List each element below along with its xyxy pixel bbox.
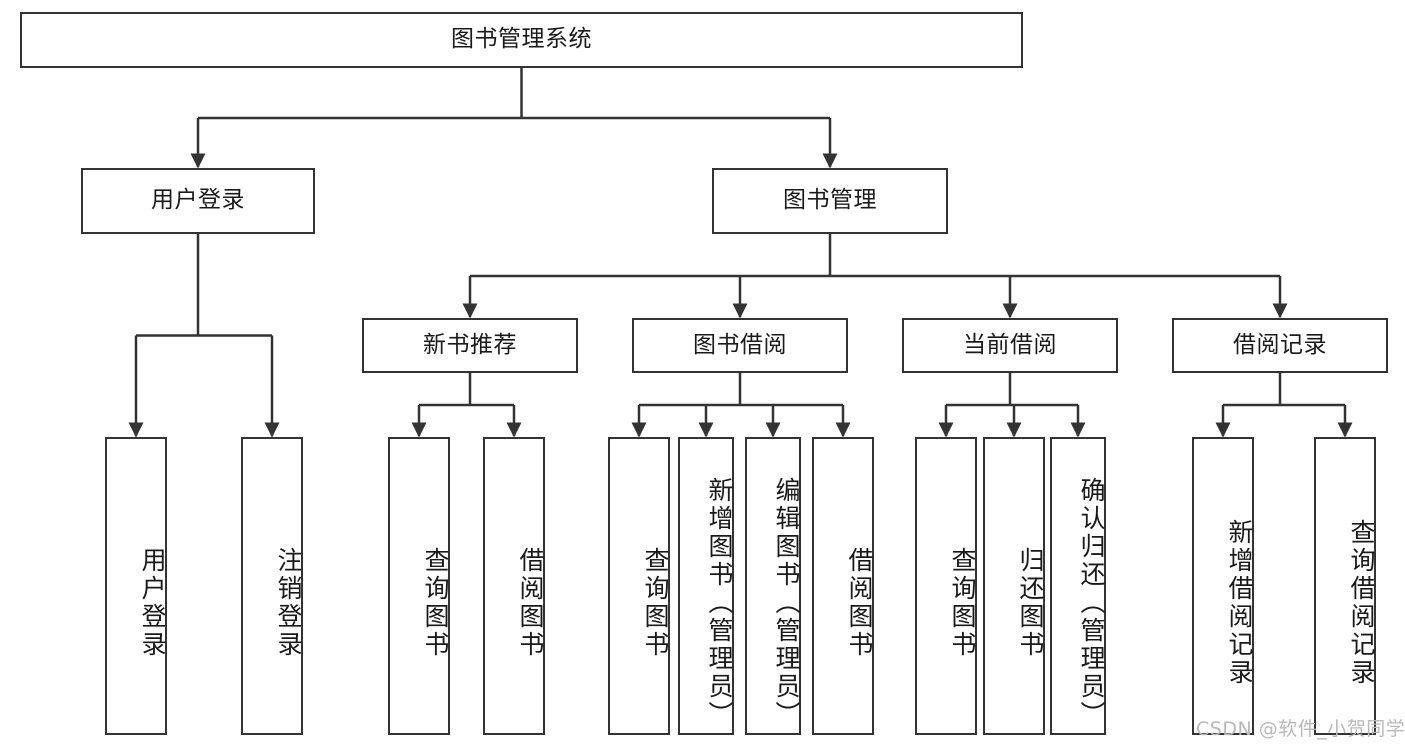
node-leaf-confirm-return[interactable]: 确认归还（管理员） <box>1050 437 1106 735</box>
node-root[interactable]: 图书管理系统 <box>20 12 1023 68</box>
node-leaf-query-book-3[interactable]: 查询图书 <box>915 437 977 735</box>
node-borrow-record[interactable]: 借阅记录 <box>1172 318 1388 373</box>
node-leaf-query-book-2[interactable]: 查询图书 <box>608 437 670 735</box>
node-label: 用户登录 <box>138 547 167 659</box>
node-label: 新增借阅记录 <box>1225 519 1254 687</box>
node-label: 新增图书（管理员） <box>705 477 734 729</box>
node-label: 当前借阅 <box>963 331 1057 358</box>
node-new-book-rec[interactable]: 新书推荐 <box>362 318 578 373</box>
node-leaf-borrow-book-2[interactable]: 借阅图书 <box>812 437 874 735</box>
node-label: 查询图书 <box>948 547 977 659</box>
node-leaf-user-login[interactable]: 用户登录 <box>105 437 167 735</box>
node-label: 查询图书 <box>641 547 670 659</box>
node-label: 注销登录 <box>274 547 303 659</box>
node-current-borrow[interactable]: 当前借阅 <box>902 318 1118 373</box>
node-label: 确认归还（管理员） <box>1077 477 1106 729</box>
node-book-manage[interactable]: 图书管理 <box>712 168 948 234</box>
node-label: 图书管理系统 <box>451 26 592 53</box>
node-label: 借阅记录 <box>1233 331 1327 358</box>
node-leaf-query-book-1[interactable]: 查询图书 <box>388 437 450 735</box>
node-label: 查询图书 <box>421 547 450 659</box>
node-leaf-add-record[interactable]: 新增借阅记录 <box>1192 437 1254 735</box>
node-label: 查询借阅记录 <box>1347 519 1376 687</box>
node-label: 借阅图书 <box>845 547 874 659</box>
node-label: 编辑图书（管理员） <box>772 477 801 729</box>
node-user-login[interactable]: 用户登录 <box>81 168 315 234</box>
node-leaf-add-book[interactable]: 新增图书（管理员） <box>678 437 734 735</box>
node-book-borrow[interactable]: 图书借阅 <box>632 318 848 373</box>
node-label: 新书推荐 <box>423 331 517 358</box>
node-leaf-return-book[interactable]: 归还图书 <box>983 437 1045 735</box>
node-leaf-logout[interactable]: 注销登录 <box>241 437 303 735</box>
node-leaf-borrow-book-1[interactable]: 借阅图书 <box>483 437 545 735</box>
node-label: 图书管理 <box>783 187 877 214</box>
node-label: 借阅图书 <box>516 547 545 659</box>
node-label: 图书借阅 <box>693 331 787 358</box>
node-label: 用户登录 <box>151 187 245 214</box>
csdn-watermark: CSDN @软件_小贺同学 <box>1196 718 1405 740</box>
node-leaf-query-record[interactable]: 查询借阅记录 <box>1314 437 1376 735</box>
node-leaf-edit-book[interactable]: 编辑图书（管理员） <box>745 437 801 735</box>
node-label: 归还图书 <box>1016 547 1045 659</box>
